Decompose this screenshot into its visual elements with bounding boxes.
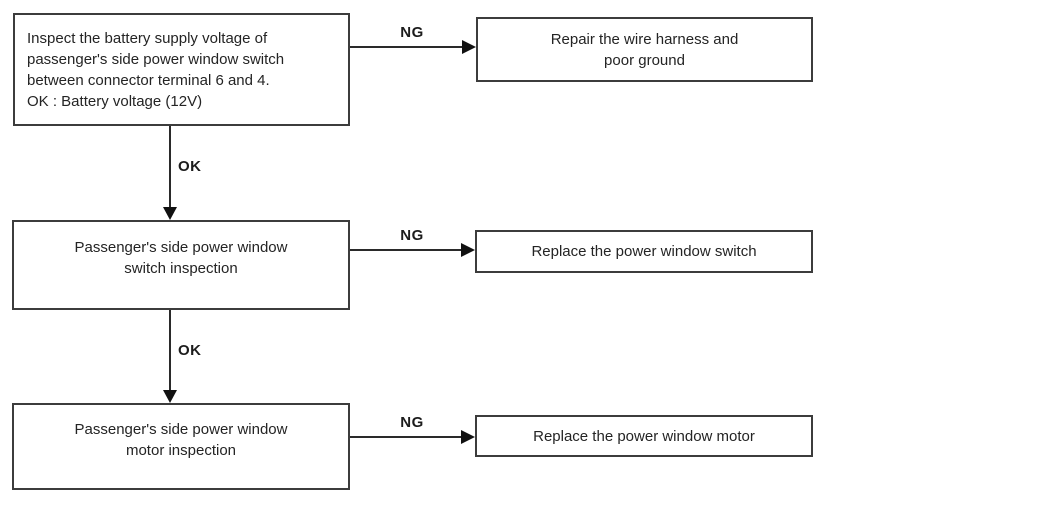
edge-label-ng2: NG <box>400 227 424 244</box>
edge-line-ng1 <box>350 46 462 48</box>
edge-label-ok2: OK <box>178 342 202 359</box>
arrowhead-right-icon <box>461 430 475 444</box>
flow-node-switch-inspection: Passenger's side power window switch ins… <box>12 220 350 310</box>
edge-line-ng3 <box>350 436 461 438</box>
arrowhead-right-icon <box>462 40 476 54</box>
flow-node-battery-voltage-inspection: Inspect the battery supply voltage of pa… <box>13 13 350 126</box>
arrowhead-down-icon <box>163 390 177 403</box>
edge-label-ng1: NG <box>400 24 424 41</box>
flow-node-text: Passenger's side power window switch ins… <box>74 239 288 277</box>
edge-line-ok2 <box>169 310 171 390</box>
flow-node-text: Repair the wire harness and poor ground <box>550 30 739 69</box>
flow-node-replace-switch: Replace the power window switch <box>475 230 813 273</box>
flow-node-replace-motor: Replace the power window motor <box>475 415 813 457</box>
flow-node-repair-wire-harness: Repair the wire harness and poor ground <box>476 17 813 82</box>
flow-node-text: Inspect the battery supply voltage of pa… <box>27 29 285 110</box>
edge-label-ng3: NG <box>400 414 424 431</box>
flow-node-motor-inspection: Passenger's side power window motor insp… <box>12 403 350 490</box>
flow-node-text: Replace the power window switch <box>531 243 757 260</box>
edge-label-ok1: OK <box>178 158 202 175</box>
arrowhead-down-icon <box>163 207 177 220</box>
edge-line-ok1 <box>169 126 171 208</box>
edge-line-ng2 <box>350 249 461 251</box>
flow-node-text: Passenger's side power window motor insp… <box>74 420 288 459</box>
arrowhead-right-icon <box>461 243 475 257</box>
flow-node-text: Replace the power window motor <box>533 427 755 445</box>
